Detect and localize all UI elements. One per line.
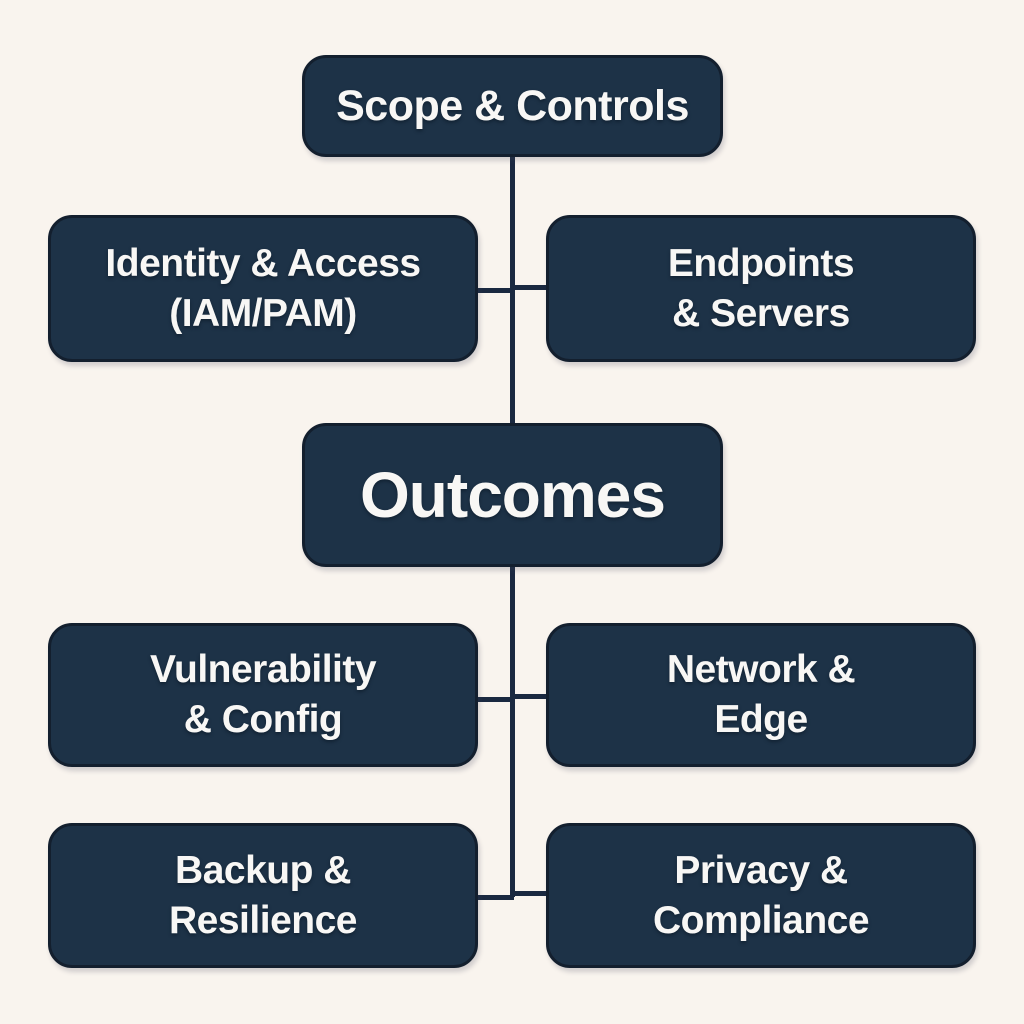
- connector-spine-to-privacy: [510, 891, 552, 896]
- node-label-line1: Endpoints: [667, 241, 855, 285]
- node-label-line1: Privacy &: [674, 848, 848, 892]
- node-identity-access: Identity & Access (IAM/PAM): [48, 215, 478, 362]
- node-endpoints-servers: Endpoints & Servers: [546, 215, 976, 362]
- connector-identity-to-spine: [472, 288, 514, 293]
- node-label-line1: Vulnerability: [149, 648, 377, 691]
- node-label: Outcomes: [360, 459, 666, 531]
- connector-spine-to-endpoints: [510, 285, 552, 290]
- node-label-line1: Network &: [666, 648, 856, 691]
- node-backup-resilience: Backup & Resilience: [48, 823, 478, 968]
- connector-backup-to-spine: [472, 895, 514, 900]
- node-label-line2: Edge: [714, 698, 808, 741]
- node-scope-controls: Scope & Controls: [302, 55, 723, 157]
- node-label-line1: Backup &: [175, 848, 351, 892]
- node-label: Scope & Controls: [336, 81, 689, 130]
- node-network-edge: Network & Edge: [546, 623, 976, 767]
- node-privacy-compliance: Privacy & Compliance: [546, 823, 976, 968]
- node-label-line2: & Servers: [672, 291, 850, 335]
- connector-vulnerability-to-spine: [472, 697, 514, 702]
- node-label-line2: Compliance: [652, 898, 870, 942]
- connector-spine-to-network: [510, 694, 552, 699]
- node-label-line2: & Config: [183, 698, 343, 741]
- node-outcomes: Outcomes: [302, 423, 723, 567]
- node-label-line1: Identity & Access: [105, 241, 421, 285]
- node-label-line2: Resilience: [169, 898, 357, 942]
- node-vulnerability-config: Vulnerability & Config: [48, 623, 478, 767]
- node-label-line2: (IAM/PAM): [169, 291, 357, 335]
